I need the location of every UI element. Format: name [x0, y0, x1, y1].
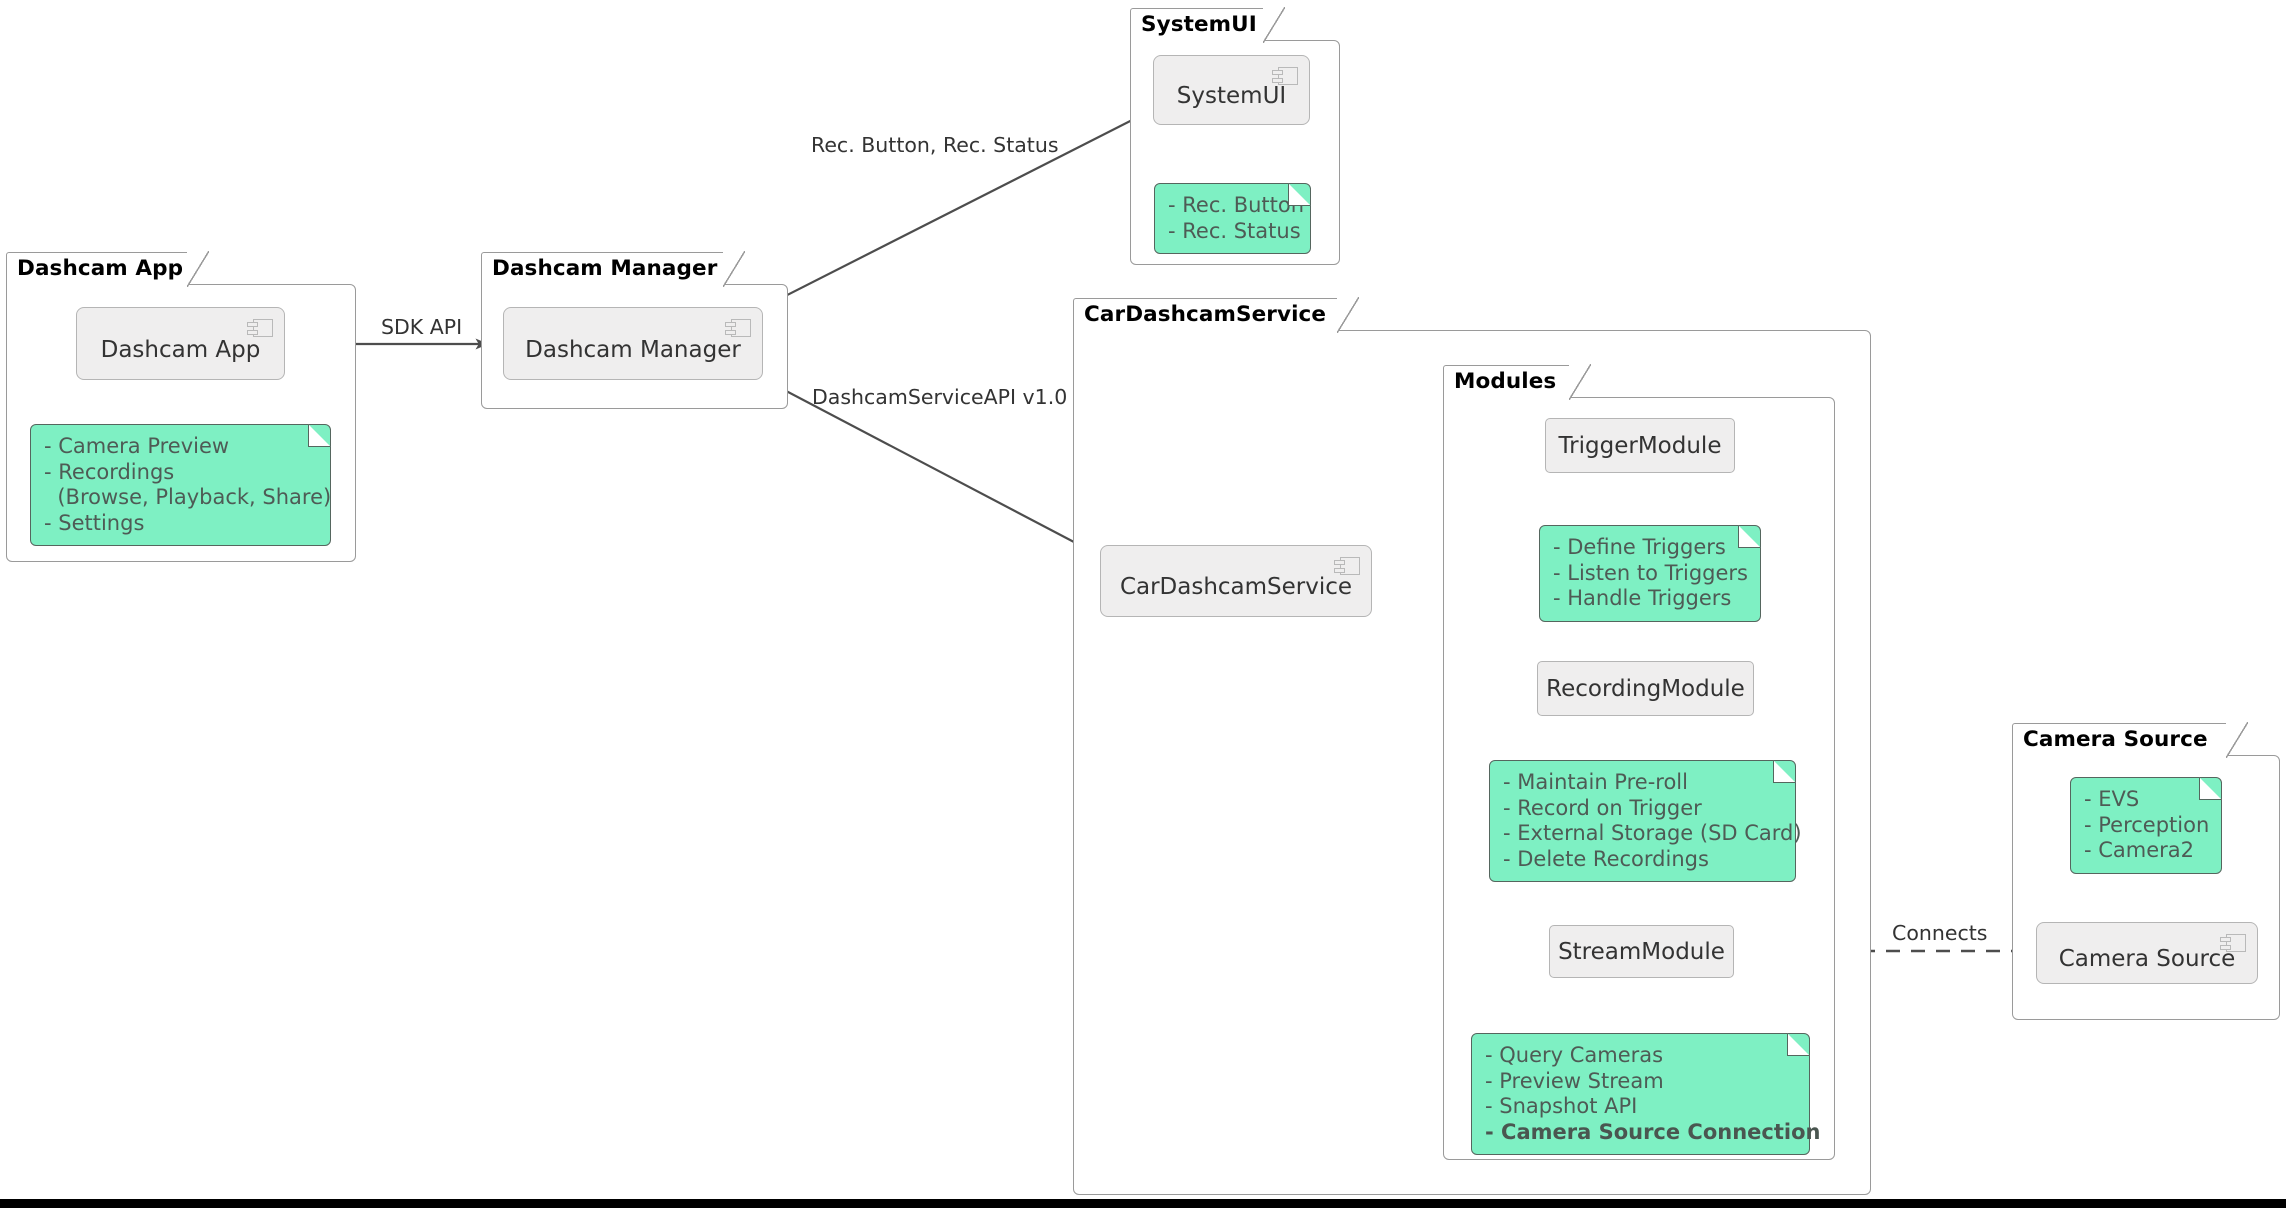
component-recordingmodule[interactable]: RecordingModule [1537, 661, 1754, 716]
note-streammodule: - Query Cameras - Preview Stream - Snaps… [1471, 1033, 1821, 1155]
note-line: - EVS [2084, 787, 2140, 811]
component-icon [1272, 67, 1298, 85]
note-line: - Listen to Triggers [1553, 560, 1748, 585]
note-systemui: - Rec. Button - Rec. Status [1154, 183, 1311, 254]
package-title: Modules [1454, 369, 1557, 394]
note-line: - Delete Recordings [1503, 846, 1709, 871]
component-camera-source[interactable]: Camera Source [2036, 922, 2258, 984]
package-tab: Modules [1443, 364, 1591, 400]
component-triggermodule[interactable]: TriggerModule [1545, 418, 1735, 473]
package-title: CarDashcamService [1084, 302, 1327, 327]
note-line: - Preview Stream [1485, 1068, 1664, 1093]
component-icon [247, 319, 273, 337]
component-icon [725, 319, 751, 337]
note-recordingmodule: - Maintain Pre-roll - Record on Trigger … [1489, 760, 1802, 882]
note-line: - Camera2 [2084, 838, 2195, 862]
component-label: Dashcam App [100, 336, 261, 363]
package-title: Camera Source [2023, 727, 2208, 752]
package-tab: Dashcam Manager [481, 251, 745, 287]
package-tab: SystemUI [1130, 7, 1285, 43]
edge-label-rec-button-status: Rec. Button, Rec. Status [811, 133, 1059, 157]
note-line: - Settings [44, 510, 145, 535]
component-label: CarDashcamService [1119, 574, 1353, 600]
note-line: - External Storage (SD Card) [1503, 821, 1802, 845]
component-cardashcamservice[interactable]: CarDashcamService [1100, 545, 1372, 617]
package-tab: CarDashcamService [1073, 297, 1359, 333]
component-label: RecordingModule [1546, 675, 1745, 702]
component-systemui[interactable]: SystemUI [1153, 55, 1310, 125]
note-line: - Define Triggers [1553, 535, 1726, 559]
component-label: SystemUI [1176, 83, 1287, 109]
component-label: TriggerModule [1558, 432, 1722, 459]
edge-label-dashcamserviceapi: DashcamServiceAPI v1.0 [812, 385, 1068, 409]
component-icon [2220, 934, 2246, 952]
note-line: - Maintain Pre-roll [1503, 770, 1688, 794]
note-line: - Rec. Status [1168, 218, 1301, 243]
component-streammodule[interactable]: StreamModule [1549, 925, 1734, 978]
package-title: SystemUI [1141, 12, 1257, 37]
package-title: Dashcam App [17, 256, 184, 281]
note-camera-source: - EVS - Perception - Camera2 [2070, 777, 2222, 874]
package-title: Dashcam Manager [492, 256, 718, 281]
note-line: - Camera Preview [44, 434, 230, 458]
package-tab: Dashcam App [6, 251, 209, 287]
note-line: - Perception [2084, 812, 2210, 837]
edge-label-sdk-api: SDK API [381, 315, 463, 339]
note-line: - Record on Trigger [1503, 795, 1702, 820]
note-line: - Snapshot API [1485, 1094, 1638, 1118]
component-icon [1334, 557, 1360, 575]
component-label: Camera Source [2058, 946, 2236, 972]
component-label: Dashcam Manager [525, 336, 741, 363]
note-line: - Camera Source Connection [1485, 1119, 1821, 1144]
note-dashcam-app: - Camera Preview - Recordings (Browse, P… [30, 424, 331, 546]
edge-label-connects: Connects [1892, 921, 1988, 945]
component-label: StreamModule [1558, 938, 1725, 965]
note-line: (Browse, Playback, Share) [44, 485, 332, 509]
note-line: - Rec. Button [1168, 193, 1305, 217]
component-dashcam-manager[interactable]: Dashcam Manager [503, 307, 763, 380]
note-line: - Recordings [44, 459, 175, 484]
note-line: - Query Cameras [1485, 1043, 1664, 1067]
note-triggermodule: - Define Triggers - Listen to Triggers -… [1539, 525, 1761, 622]
note-line: - Handle Triggers [1553, 586, 1732, 610]
component-dashcam-app[interactable]: Dashcam App [76, 307, 285, 380]
package-tab: Camera Source [2012, 722, 2248, 758]
bottom-bar [0, 1199, 2286, 1208]
